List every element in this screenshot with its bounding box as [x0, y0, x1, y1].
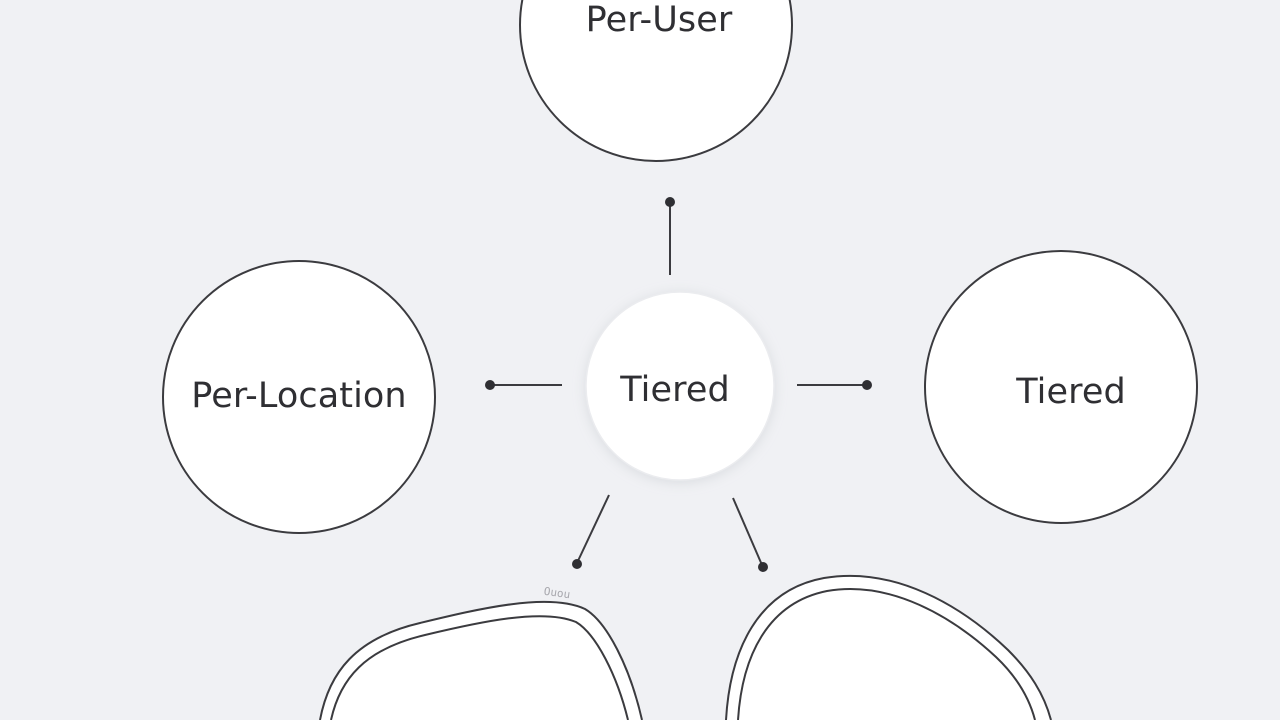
- right-node-label: Tiered: [1016, 372, 1126, 412]
- center-node-label: Tiered: [620, 370, 730, 410]
- bottom-right-node-shape: [725, 574, 1052, 720]
- left-node-label: Per-Location: [191, 376, 407, 416]
- connector-top-dot: [665, 197, 675, 207]
- connector-bottom-right: [732, 497, 763, 566]
- top-node-label: Per-User: [585, 0, 733, 40]
- connector-bottom-left-dot: [572, 559, 582, 569]
- bottom-left-node-shape: [319, 600, 643, 720]
- connector-right-dot: [862, 380, 872, 390]
- right-node-circle: [924, 250, 1198, 524]
- left-node-circle: [162, 260, 436, 534]
- connector-bottom-right-dot: [758, 562, 768, 572]
- top-node-circle: [519, 0, 793, 162]
- connector-left-dot: [485, 380, 495, 390]
- center-node-circle: [585, 291, 775, 481]
- connector-bottom-left: [576, 494, 610, 564]
